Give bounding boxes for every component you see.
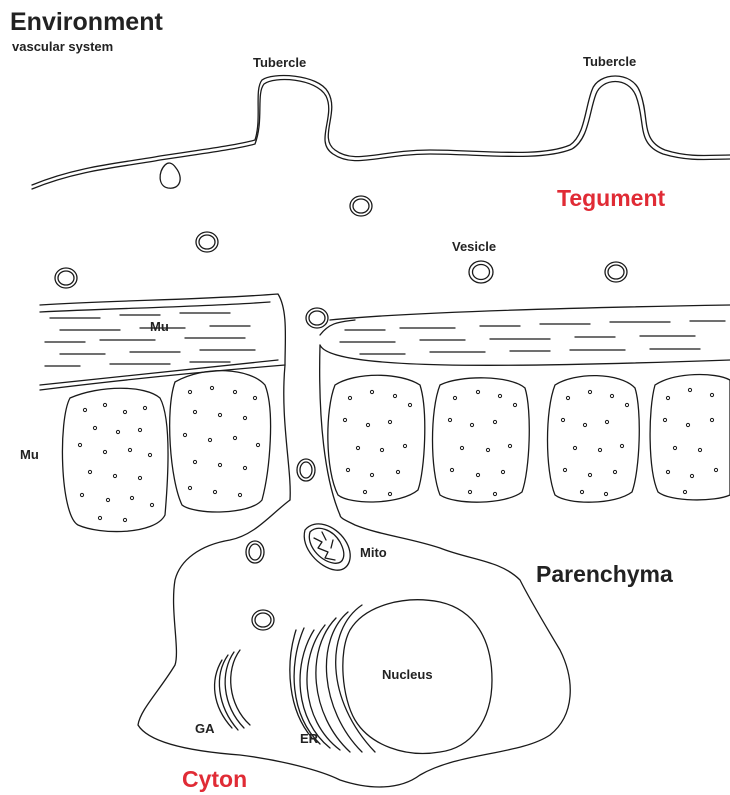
cyton-vesicles <box>246 541 274 630</box>
label-tubercle-right: Tubercle <box>583 55 636 68</box>
label-ga: GA <box>195 722 215 735</box>
label-mu-left: Mu <box>20 448 39 461</box>
label-tubercle-left: Tubercle <box>253 56 306 69</box>
label-er: ER <box>300 732 318 745</box>
label-mu-upper: Mu <box>150 320 169 333</box>
diagram-title: Environment <box>10 10 163 35</box>
muscle-stipple <box>78 386 717 521</box>
label-tegument: Tegument <box>557 187 665 210</box>
diagram-subtitle: vascular system <box>12 40 113 53</box>
label-nucleus: Nucleus <box>382 668 433 681</box>
cytoplasmic-bridge <box>284 345 340 515</box>
longitudinal-muscle-fibres <box>45 313 725 366</box>
mitochondrion <box>304 524 350 570</box>
label-parenchyma: Parenchyma <box>536 563 673 586</box>
label-mito: Mito <box>360 546 387 559</box>
golgi-apparatus <box>215 650 250 730</box>
label-cyton: Cyton <box>182 768 247 791</box>
connector-vesicle <box>297 459 315 481</box>
label-vesicle: Vesicle <box>452 240 496 253</box>
outer-membrane <box>32 76 730 189</box>
membrane-invagination <box>160 163 180 188</box>
